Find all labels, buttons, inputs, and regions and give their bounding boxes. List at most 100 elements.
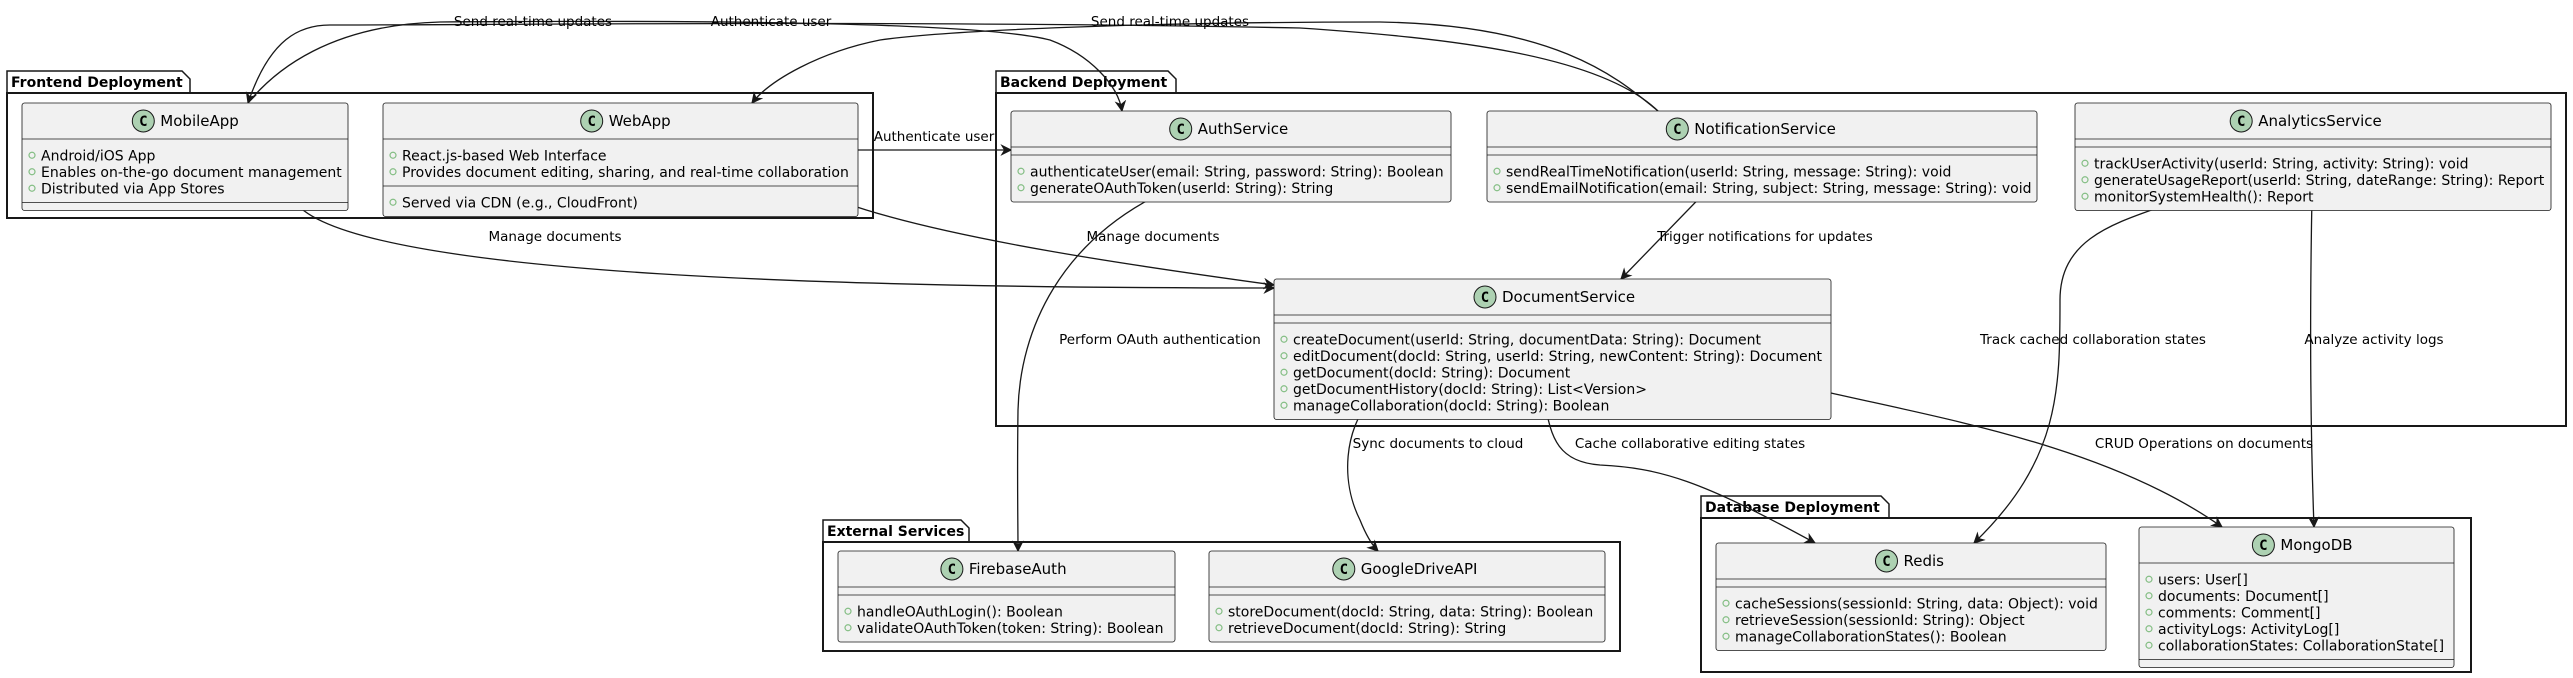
- member-visibility-icon: [28, 168, 36, 176]
- class-stereotype-icon: [1473, 285, 1497, 309]
- relation-documentservice-to-redis: [1544, 399, 1817, 544]
- relation-label: Track cached collaboration states: [1979, 332, 2206, 348]
- relation-documentservice-to-googledriveapi: [1347, 399, 1379, 552]
- class-stereotype-letter: C: [1673, 122, 1681, 138]
- class-stereotype-icon: [1169, 117, 1193, 141]
- relation-notificationservice-to-mobileapp: [245, 22, 1659, 112]
- class-stereotype-icon: [2251, 533, 2275, 557]
- class-method: manageCollaborationStates(): Boolean: [1735, 629, 2007, 645]
- class-field: Enables on-the-go document management: [41, 165, 342, 181]
- relation-label: Manage documents: [1086, 229, 1219, 245]
- member-visibility-icon: [1280, 401, 1288, 409]
- class-name: AnalyticsService: [2258, 112, 2382, 130]
- class-stereotype-letter: C: [1176, 122, 1184, 138]
- class-stereotype-icon: [1875, 549, 1898, 573]
- class-stereotype-icon: [1332, 557, 1356, 581]
- class-method: Served via CDN (e.g., CloudFront): [402, 195, 638, 211]
- package-frame: [822, 541, 1621, 652]
- member-visibility-icon: [1280, 352, 1288, 360]
- package-frame: [1700, 517, 2472, 673]
- class-name: FirebaseAuth: [969, 560, 1067, 578]
- member-visibility-icon: [844, 624, 852, 632]
- class-name: Redis: [1904, 552, 1945, 570]
- package-tab: [1700, 495, 1890, 518]
- member-visibility-icon: [1493, 167, 1501, 175]
- member-visibility-icon: [2145, 608, 2153, 616]
- member-visibility-icon: [389, 151, 397, 159]
- member-visibility-icon: [1493, 184, 1501, 192]
- class-method: handleOAuthLogin(): Boolean: [857, 604, 1063, 620]
- class-stereotype-letter: C: [2237, 114, 2245, 130]
- class-box: [382, 102, 859, 217]
- relation-label: CRUD Operations on documents: [2095, 436, 2313, 452]
- member-visibility-icon: [1722, 632, 1730, 640]
- class-field: Distributed via App Stores: [41, 181, 225, 197]
- package-frame: [6, 92, 874, 219]
- class-box: [1010, 110, 1452, 203]
- class-field: collaborationStates: CollaborationState[…: [2158, 638, 2444, 654]
- member-visibility-icon: [28, 151, 36, 159]
- class-box: [1208, 550, 1606, 643]
- class-name: GoogleDriveAPI: [1361, 560, 1478, 578]
- relation-label: Authenticate user: [711, 14, 832, 30]
- class-stereotype-letter: C: [1481, 290, 1489, 306]
- member-visibility-icon: [1215, 624, 1223, 632]
- class-method: generateUsageReport(userId: String, date…: [2094, 173, 2545, 189]
- member-visibility-icon: [28, 184, 36, 192]
- member-visibility-icon: [1017, 184, 1025, 192]
- relation-label: Cache collaborative editing states: [1575, 436, 1805, 452]
- class-method: generateOAuthToken(userId: String): Stri…: [1030, 181, 1333, 197]
- class-method: getDocument(docId: String): Document: [1293, 365, 1571, 381]
- class-method: retrieveDocument(docId: String): String: [1228, 621, 1506, 637]
- relation-mobileapp-to-documentservice: [292, 198, 1276, 294]
- class-name: MongoDB: [2280, 536, 2352, 554]
- class-box: [2138, 526, 2455, 668]
- class-field: React.js-based Web Interface: [402, 148, 607, 164]
- relation-analyticsservice-to-mongodb: [2307, 195, 2320, 529]
- member-visibility-icon: [1280, 335, 1288, 343]
- package-database: Database Deployment: [1700, 495, 2472, 673]
- package-external: External Services: [822, 519, 1621, 652]
- member-visibility-icon: [2145, 575, 2153, 583]
- class-method: sendEmailNotification(email: String, sub…: [1506, 181, 2031, 197]
- class-method: monitorSystemHealth(): Report: [2094, 189, 2314, 205]
- relation-label: Trigger notifications for updates: [1656, 229, 1873, 245]
- member-visibility-icon: [2081, 176, 2089, 184]
- member-visibility-icon: [1722, 599, 1730, 607]
- class-method: getDocumentHistory(docId: String): List<…: [1293, 382, 1647, 398]
- class-box: [2074, 102, 2552, 211]
- relation-label: Analyze activity logs: [2304, 332, 2443, 348]
- class-method: editDocument(docId: String, userId: Stri…: [1293, 349, 1823, 365]
- class-box: [1273, 278, 1832, 420]
- member-visibility-icon: [2081, 159, 2089, 167]
- member-visibility-icon: [2081, 192, 2089, 200]
- class-field: comments: Comment[]: [2158, 605, 2321, 621]
- relation-label: Perform OAuth authentication: [1059, 332, 1261, 348]
- relation-label: Send real-time updates: [1091, 14, 1249, 30]
- member-visibility-icon: [1017, 167, 1025, 175]
- class-name: DocumentService: [1502, 288, 1635, 306]
- class-box: [1715, 542, 2107, 651]
- class-stereotype-icon: [940, 557, 964, 581]
- class-stereotype-letter: C: [1340, 562, 1348, 578]
- class-method: cacheSessions(sessionId: String, data: O…: [1735, 596, 2098, 612]
- member-visibility-icon: [2145, 592, 2153, 600]
- member-visibility-icon: [844, 607, 852, 615]
- member-visibility-icon: [389, 168, 397, 176]
- package-title: Backend Deployment: [1000, 75, 1167, 91]
- class-name: AuthService: [1198, 120, 1289, 138]
- package-frontend: Frontend Deployment: [6, 70, 874, 219]
- relation-analyticsservice-to-redis: [1973, 195, 2191, 544]
- class-stereotype-icon: [580, 109, 604, 133]
- package-tab: [6, 70, 191, 93]
- member-visibility-icon: [389, 198, 397, 206]
- class-box: [837, 550, 1176, 643]
- relation-mobileapp-to-authservice: [247, 20, 1127, 113]
- class-stereotype-icon: [131, 109, 155, 133]
